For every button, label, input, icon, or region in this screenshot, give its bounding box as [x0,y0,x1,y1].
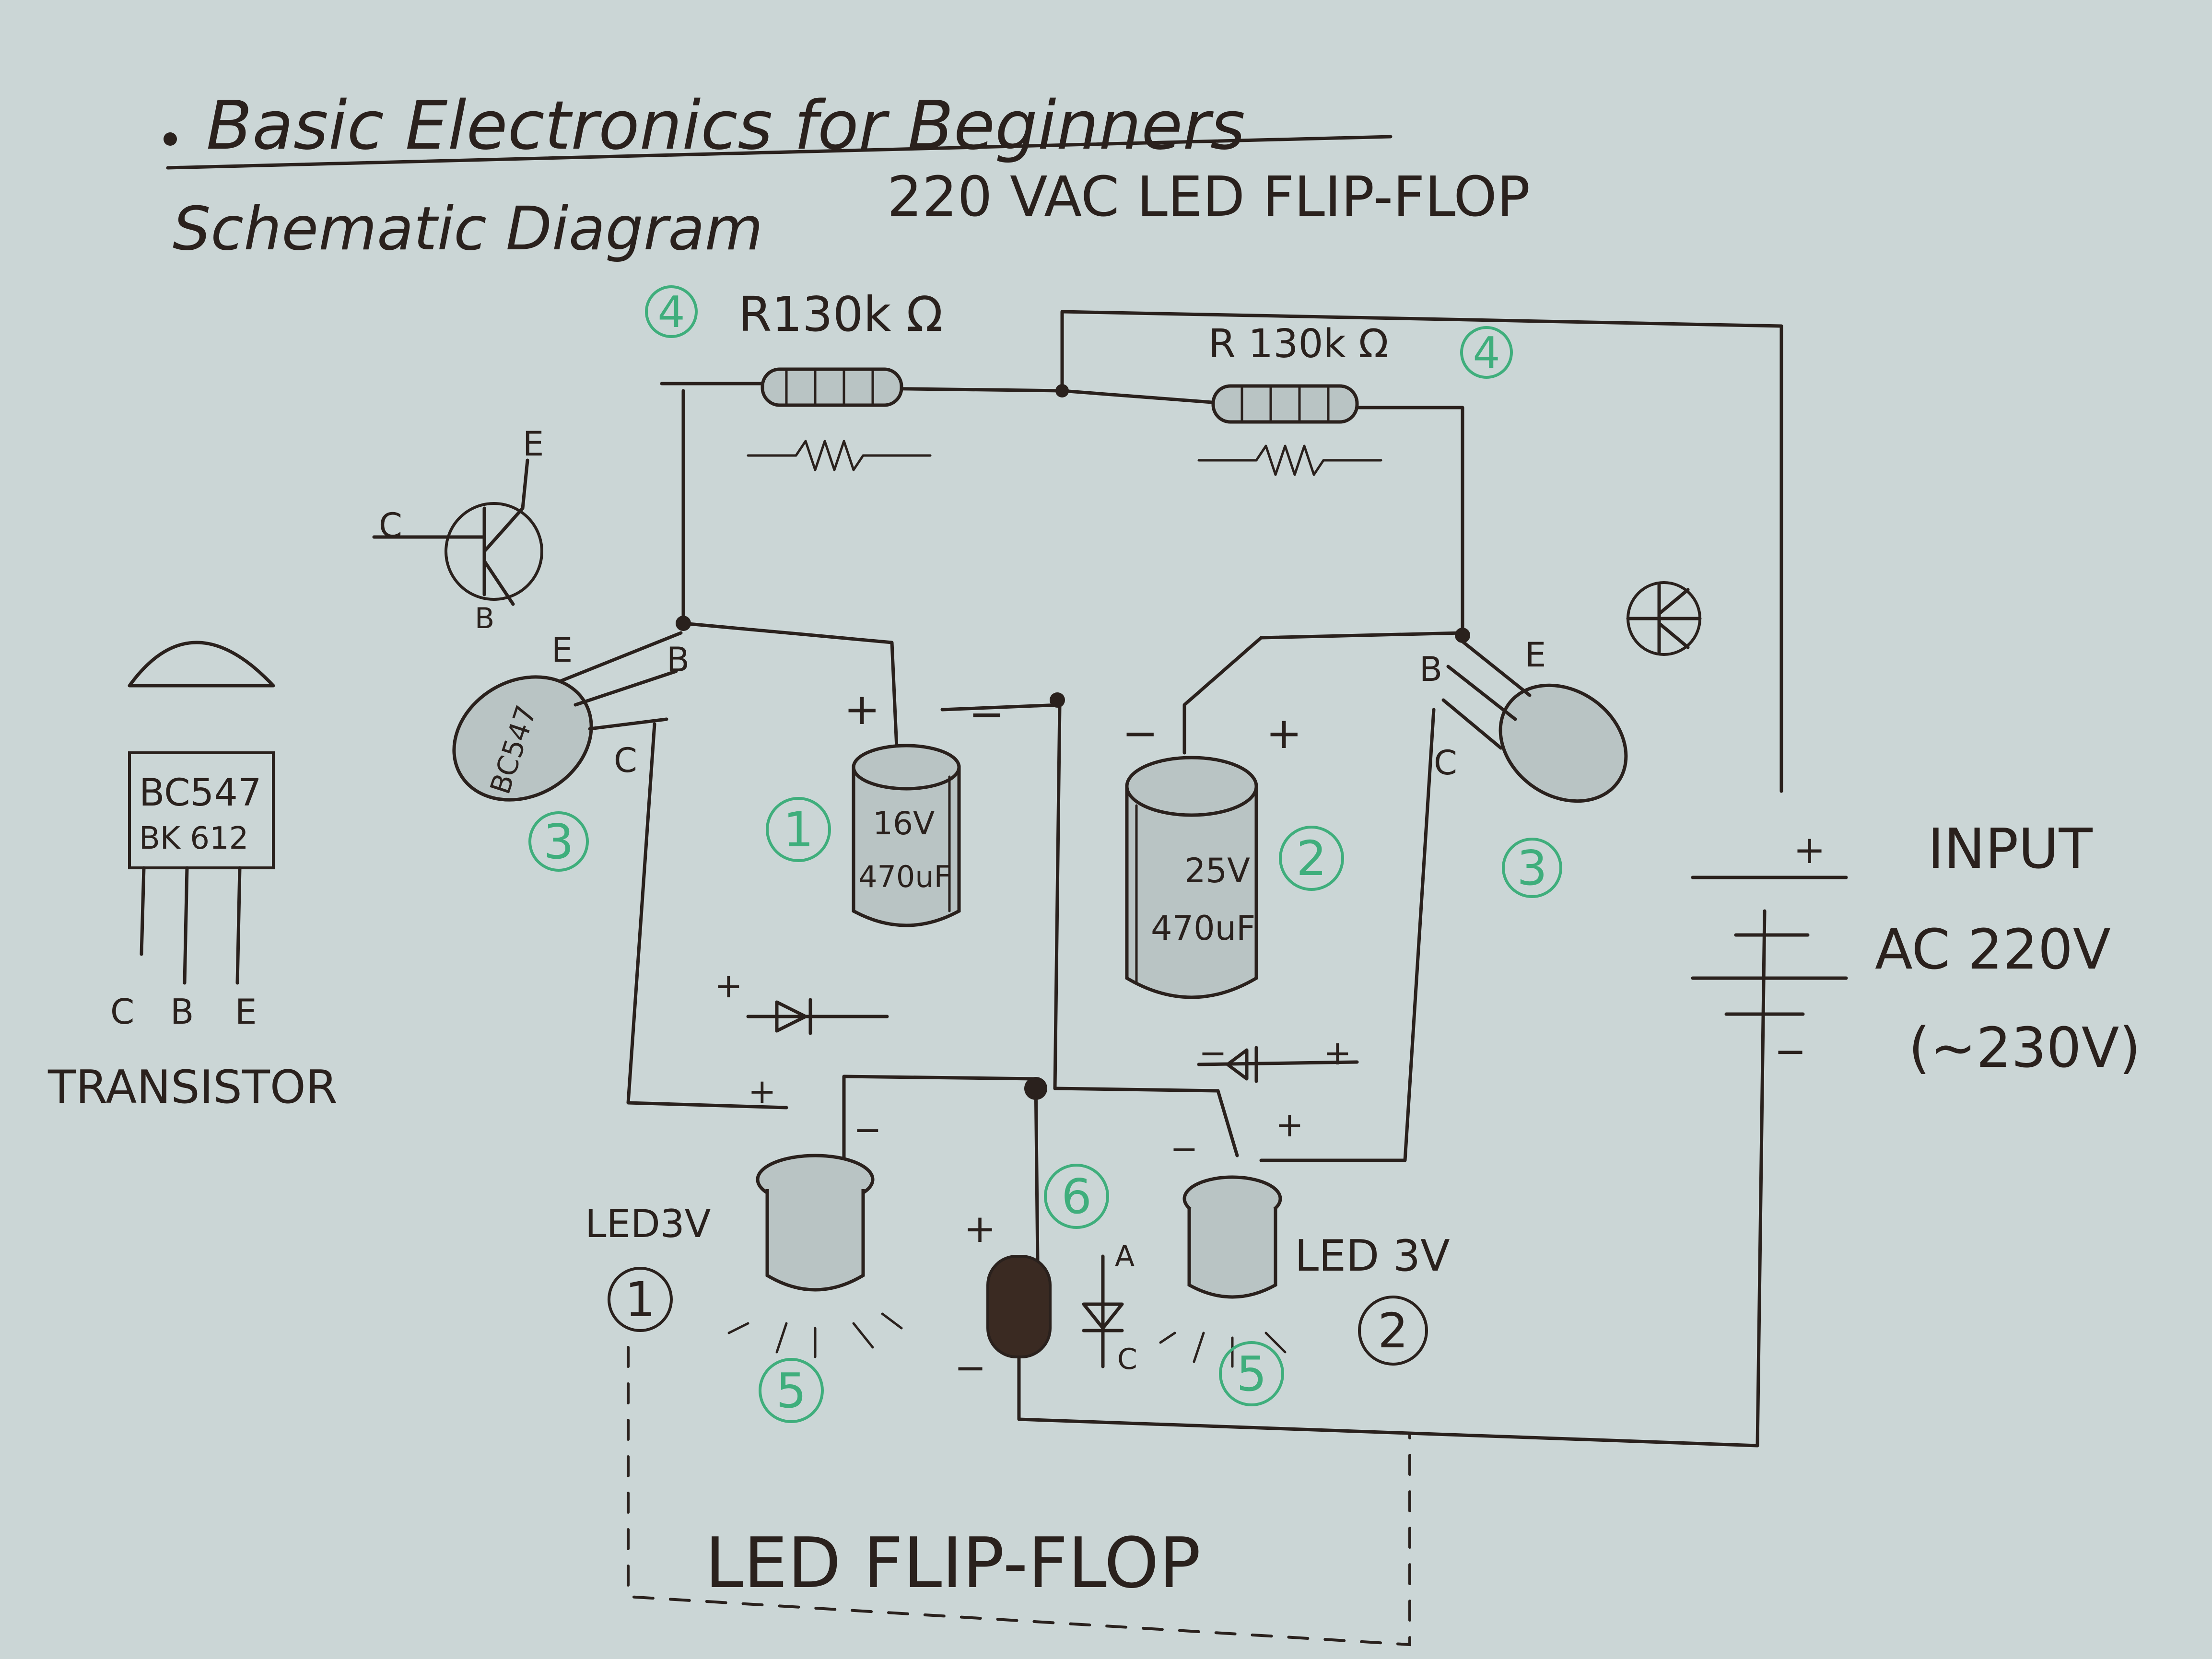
capacitor-2 [1125,756,1258,999]
transistor-2 [1441,636,1628,803]
led-1-number-circle [608,1267,673,1332]
resistor-1-marker: 4 [657,287,685,338]
resistor-1-marker-circle [645,285,698,338]
transistor-symbol-right [1626,581,1702,656]
transistor-pinout [128,641,275,985]
led-2-minus: − [1170,1129,1198,1168]
resistor-1 [747,367,932,471]
resistor-1-label: R130k Ω [738,286,943,342]
transistor-2-e: E [1525,635,1546,675]
resistor-2-label: R 130k Ω [1208,321,1389,367]
footer-text: LED FLIP-FLOP [705,1523,1201,1604]
led-1-plus: + [748,1072,776,1111]
transistor-1 [452,631,683,802]
led-symbol-right-minus: − [1199,1033,1227,1073]
input-line3: (~230V) [1908,1016,2141,1080]
led-2 [1159,1175,1287,1368]
junction-dot [1050,692,1065,708]
capacitor-2-capacitance: 470uF [1151,909,1255,948]
led-symbol-left-plus: + [714,966,743,1005]
junction-dot [1055,384,1069,397]
capacitor-1-plus: + [844,684,880,735]
pinout-pin-b: B [170,992,194,1032]
led-1-marker-circle [759,1358,824,1423]
transistor-1-marker-circle [528,811,589,872]
subtitle-text: Schematic Diagram [173,194,763,264]
led-1-marker: 5 [776,1363,807,1419]
capacitor-1-minus: − [969,689,1005,739]
diode-minus: − [954,1345,986,1390]
led-symbol-right-plus: + [1323,1033,1352,1073]
transistor-2-marker: 3 [1517,840,1547,896]
pinout-caption: TRANSISTOR [47,1061,338,1114]
transistor-2-b: B [1419,650,1442,689]
capacitor-2-marker-circle [1279,826,1344,891]
junction-dot [676,616,691,631]
capacitor-2-voltage: 25V [1184,851,1250,890]
subtitle-tail-text: 220 VAC LED FLIP-FLOP [887,165,1530,229]
transistor-1-b: B [667,640,690,679]
pinout-part-line1: BC547 [139,771,261,815]
pinout-part-line2: BK 612 [139,821,248,856]
diode-anode: A [1115,1239,1135,1273]
resistor-2 [1197,384,1382,476]
led-symbol-right [1197,1046,1359,1083]
input-line1: INPUT [1928,817,2093,881]
diode-6 [986,1254,1124,1368]
pinout-pin-c: C [110,992,134,1032]
pinout-pin-e: E [235,992,257,1032]
title-text: Basic Electronics for Beginners [206,87,1245,165]
capacitor-2-plus: + [1266,708,1302,759]
led-1-number: 1 [625,1272,655,1328]
capacitor-1 [852,744,961,927]
transistor-2-c: C [1434,743,1457,783]
transistor-symbol-e: E [523,424,544,464]
led-1-label: LED3V [585,1202,711,1246]
transistor-1-c: C [614,741,637,780]
input-minus: − [1774,1029,1806,1074]
transistor-symbol-c: C [379,506,402,545]
led-symbol-left [746,998,889,1035]
led-2-plus: + [1276,1105,1304,1145]
title-underline [166,135,1393,170]
diode-plus: + [964,1206,996,1251]
transistor-symbol-b: B [475,602,494,635]
diode-marker: 6 [1061,1168,1092,1225]
circuit-wiring [626,310,1783,1448]
input-source-symbol [1691,876,1848,1016]
junction-dot [1024,1077,1047,1100]
footer-dashed-frame [627,1346,1411,1647]
transistor-2-marker-circle [1502,838,1562,898]
transistor-symbol-left [372,458,543,606]
capacitor-1-marker: 1 [783,802,814,858]
capacitor-2-marker: 2 [1296,830,1327,887]
led-2-number-circle [1358,1296,1428,1366]
input-line2: AC 220V [1875,918,2111,982]
capacitor-1-marker-circle [766,797,831,862]
resistor-2-marker-circle [1460,326,1513,379]
led-1 [727,1154,903,1358]
led-2-marker-circle [1219,1341,1284,1406]
diode-cathode: C [1117,1343,1137,1376]
capacitor-1-capacitance: 470uF [858,859,951,894]
led-2-marker: 5 [1236,1346,1267,1402]
capacitor-2-minus: − [1122,708,1158,759]
input-plus: + [1793,828,1826,872]
led-1-minus: − [854,1110,882,1149]
title-bullet [164,132,177,146]
transistor-1-marker: 3 [543,814,574,870]
led-2-number: 2 [1378,1303,1408,1359]
diode-marker-circle [1044,1164,1109,1229]
led-2-label: LED 3V [1295,1231,1450,1281]
resistor-2-marker: 4 [1473,328,1500,378]
transistor-1-e: E [551,631,573,670]
capacitor-1-voltage: 16V [873,805,935,842]
